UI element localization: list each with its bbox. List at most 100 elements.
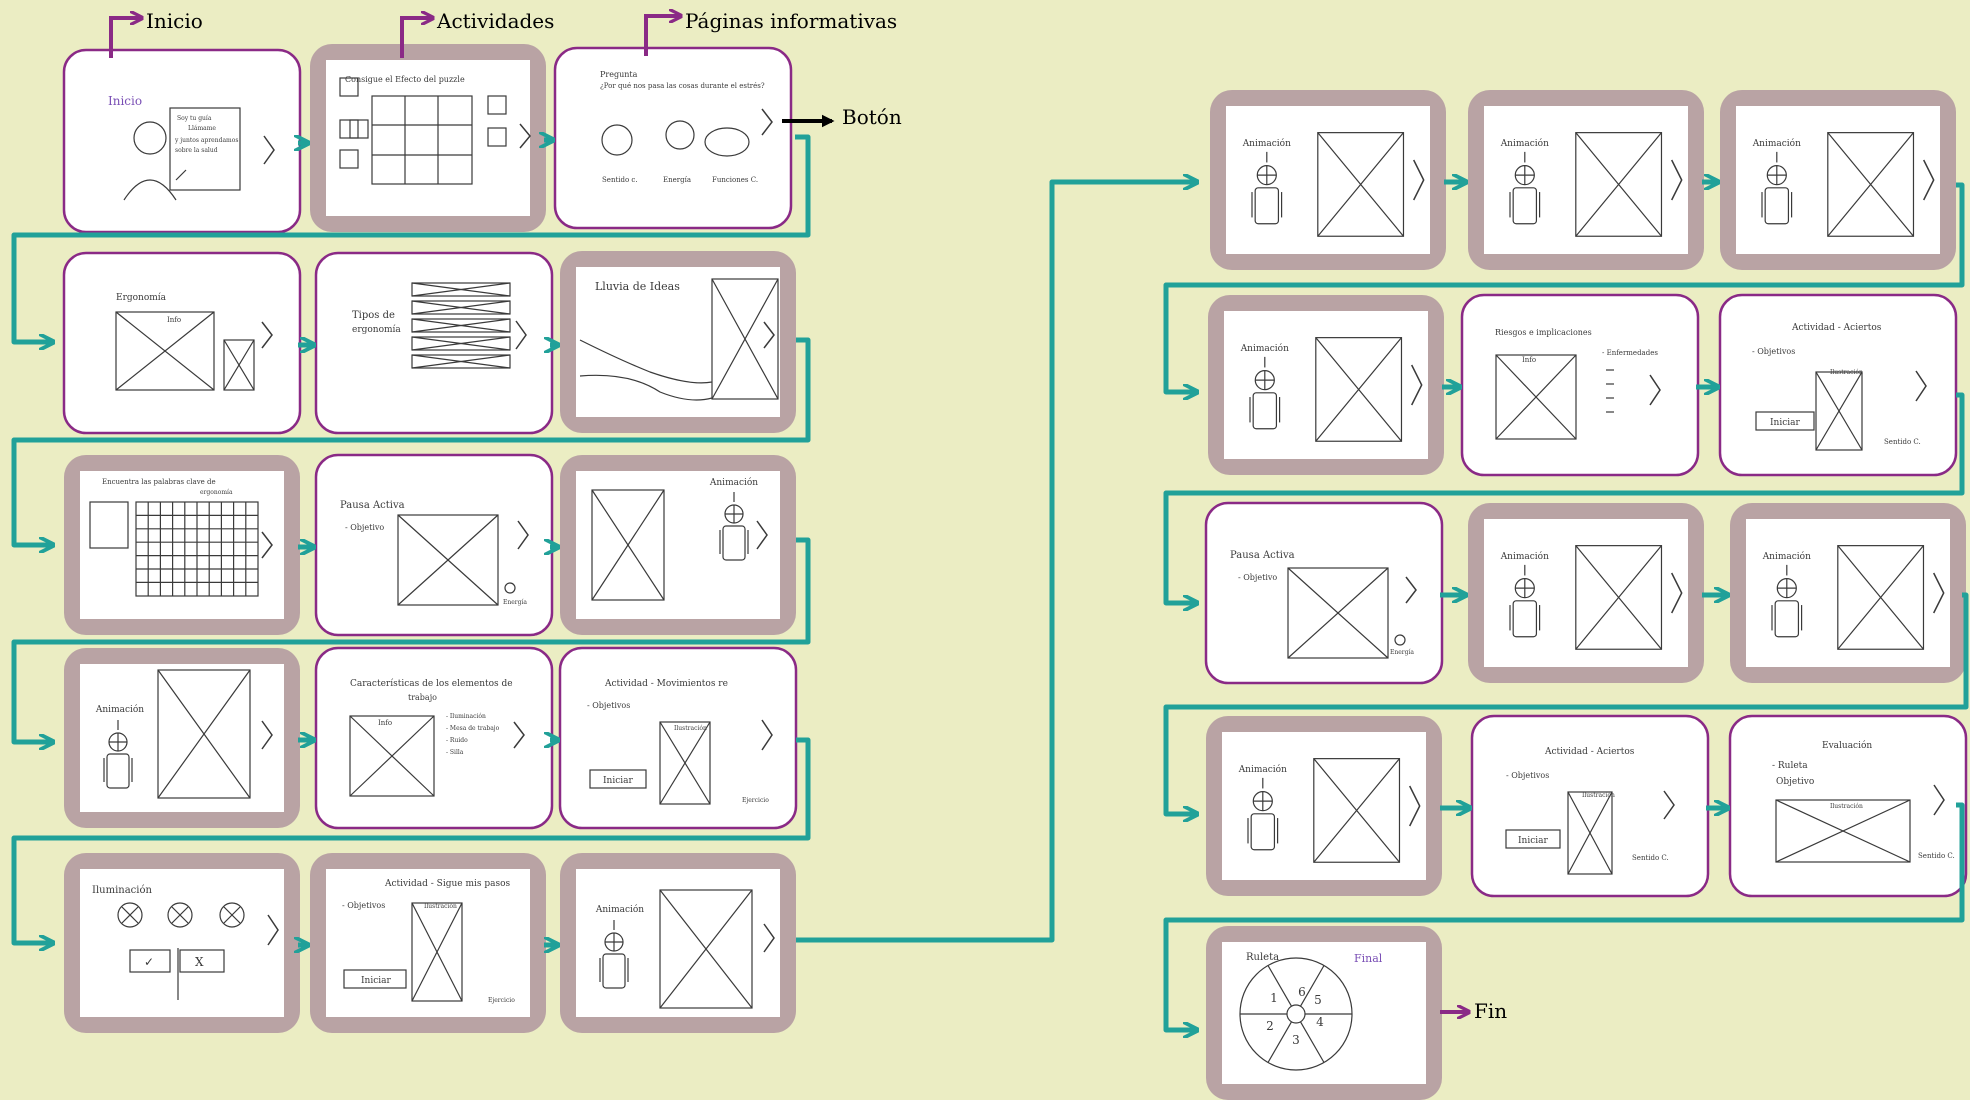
image-placeholder — [1775, 799, 1911, 863]
sketch-text: Ilustración — [1582, 792, 1615, 799]
info-page-frame — [553, 46, 793, 230]
activity-screen — [326, 869, 530, 1017]
info-page-frame — [1460, 293, 1700, 477]
next-chevron — [261, 321, 273, 349]
placeholder-cross — [591, 489, 665, 601]
sketch-text: Riesgos e implicaciones — [1495, 328, 1592, 337]
sketch-text: sobre la salud — [175, 147, 218, 154]
wheel-number: 1 — [1270, 991, 1278, 1005]
sketch-text: Animación — [95, 704, 144, 715]
placeholder-cross — [1815, 371, 1863, 451]
iniciar-button — [1755, 411, 1815, 431]
sketch-text: Pausa Activa — [1230, 550, 1295, 561]
sketch-text: Tipos de — [352, 310, 395, 321]
next-chevron — [1663, 790, 1675, 820]
next-chevron — [1915, 370, 1927, 402]
placeholder-cross — [1495, 354, 1577, 440]
next-chevron — [763, 321, 775, 349]
info-page-frame — [314, 251, 554, 435]
wheel-number: 3 — [1292, 1033, 1300, 1047]
placeholder-cross — [711, 278, 779, 400]
placeholder-cross — [1575, 132, 1662, 237]
placeholder-cross — [157, 669, 251, 799]
next-chevron — [517, 520, 529, 550]
sketch-text: - Enfermedades — [1602, 349, 1658, 357]
list-row — [411, 300, 511, 315]
activity-screen — [1736, 106, 1940, 254]
lamp-cross — [171, 906, 189, 924]
next-chevron — [1933, 572, 1945, 614]
fin-label: Fin — [1474, 999, 1507, 1023]
animacion-label: Animación — [1242, 138, 1291, 149]
animacion-label: Animación — [1752, 138, 1801, 149]
activity-screen — [576, 471, 780, 619]
next-chevron — [519, 123, 531, 149]
lamp-icon — [117, 902, 143, 928]
image-placeholder — [1495, 354, 1577, 440]
puzzle-piece — [339, 119, 359, 139]
animacion-label: Animación — [1238, 764, 1287, 775]
sketch-text: - Silla — [446, 749, 464, 756]
row-connector-arrow — [1163, 182, 1965, 392]
placeholder-cross — [349, 715, 435, 797]
placeholder-cross — [1567, 791, 1613, 875]
next-chevron — [515, 320, 527, 350]
wheel-spoke — [1267, 1021, 1293, 1063]
sketch-text: Actividad - Sigue mis pasos — [384, 879, 510, 889]
energy-icon — [504, 582, 516, 594]
placeholder-cross — [223, 339, 255, 391]
image-placeholder — [397, 514, 499, 606]
next-chevron — [261, 720, 273, 750]
next-chevron — [761, 719, 773, 751]
sketch-text: Características de los elementos de — [350, 678, 513, 689]
sketch-text: Sentido C. — [1632, 854, 1669, 862]
iniciar-button — [1505, 829, 1561, 849]
image-placeholder — [223, 339, 255, 391]
sketch-text: Iniciar — [361, 976, 392, 986]
info-page-frame — [1718, 293, 1958, 477]
image-placeholder — [1313, 758, 1401, 863]
sketch-text: - Objetivos — [342, 901, 385, 910]
bulb-icon — [665, 120, 695, 150]
idea-curve — [579, 374, 713, 401]
image-placeholder — [711, 278, 779, 400]
row-connector-arrow — [1163, 802, 1965, 1030]
next-chevron — [1671, 159, 1683, 201]
image-placeholder — [411, 902, 463, 1002]
sketch-text: - Mesa de trabajo — [446, 725, 500, 732]
idea-curve — [579, 339, 713, 384]
sketch-text: - Objetivos — [587, 701, 630, 710]
sketch-text: Soy tu guía — [177, 115, 212, 122]
animacion-label: Animación — [1500, 138, 1549, 149]
sketch-text: Ilustración — [424, 903, 457, 910]
next-chevron — [1671, 572, 1683, 614]
cloud-icon — [704, 127, 750, 157]
next-chevron — [1923, 159, 1935, 201]
sketch-text: Iniciar — [1518, 836, 1549, 846]
character-body — [1254, 187, 1280, 225]
character-body — [1774, 600, 1800, 638]
sketch-text: ergonomía — [200, 489, 233, 496]
cross-sign — [179, 949, 225, 973]
sketch-text: Iniciar — [603, 776, 634, 786]
sketch-text: Llámame — [188, 125, 216, 132]
placeholder-cross — [659, 889, 753, 1009]
lamp-cross — [121, 906, 139, 924]
image-placeholder — [1575, 132, 1663, 237]
boton-label: Botón — [842, 105, 902, 129]
sketch-text: Actividad - Aciertos — [1791, 323, 1882, 333]
placeholder-cross — [1827, 132, 1914, 237]
animacion-label: Animación — [1500, 551, 1549, 562]
activity-screen — [1226, 106, 1430, 254]
row-connector-arrow — [796, 182, 1196, 943]
sketch-text: y juntos aprendamos — [174, 137, 238, 144]
sketch-text: - Objetivo — [1238, 573, 1277, 582]
sketch-text: - Ruido — [446, 737, 468, 744]
list-row — [411, 282, 511, 297]
check-sign — [129, 949, 171, 973]
brain-icon — [601, 124, 633, 156]
character-body — [722, 525, 746, 561]
puzzle-piece — [349, 119, 369, 139]
sketch-text: Ergonomía — [116, 292, 167, 303]
